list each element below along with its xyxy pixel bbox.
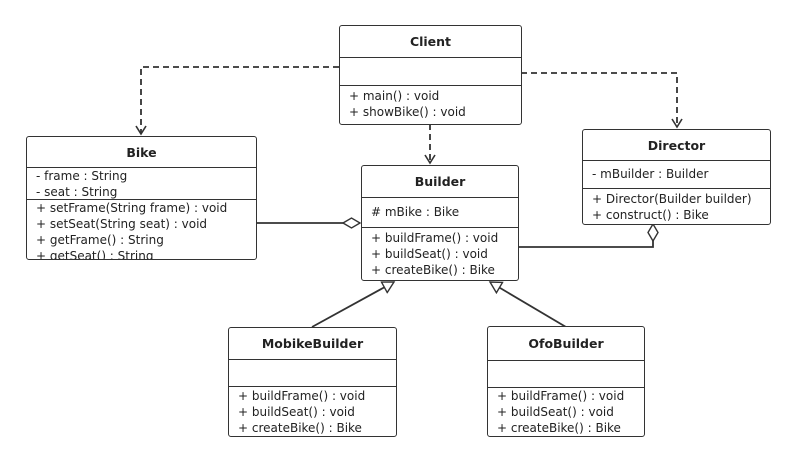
class-bike[interactable]: Bike - frame : String - seat : String + … (26, 136, 257, 260)
method-row: + getFrame() : String (36, 233, 164, 247)
attribute-row: - seat : String (36, 185, 118, 199)
class-name: Builder (362, 166, 518, 198)
method-row: + buildFrame() : void (371, 231, 499, 245)
method-row: + createBike() : Bike (371, 263, 495, 277)
method-row: + setFrame(String frame) : void (36, 201, 228, 215)
attribute-row: # mBike : Bike (371, 205, 460, 219)
attributes-section: # mBike : Bike (362, 198, 518, 228)
method-row: + buildSeat() : void (238, 405, 355, 419)
methods-section: + setFrame(String frame) : void + setSea… (27, 200, 256, 260)
method-row: + buildFrame() : void (238, 389, 366, 403)
class-ofo-builder[interactable]: OfoBuilder + buildFrame() : void + build… (487, 326, 645, 437)
method-row: + createBike() : Bike (238, 421, 362, 435)
class-name: OfoBuilder (488, 327, 644, 361)
method-row: + Director(Builder builder) (592, 192, 752, 206)
attributes-section (340, 58, 521, 86)
class-builder[interactable]: Builder # mBike : Bike + buildFrame() : … (361, 165, 519, 281)
methods-section: + buildFrame() : void + buildSeat() : vo… (229, 387, 396, 436)
class-director[interactable]: Director - mBuilder : Builder + Director… (582, 129, 771, 225)
method-row: + setSeat(String seat) : void (36, 217, 208, 231)
method-row: + buildFrame() : void (497, 389, 625, 403)
dependency-client-bike (135, 66, 339, 136)
class-client[interactable]: Client + main() : void + showBike() : vo… (339, 25, 522, 125)
attributes-section: - mBuilder : Builder (583, 161, 770, 189)
attributes-section (488, 361, 644, 388)
methods-section: + main() : void + showBike() : void (340, 86, 521, 124)
method-row: + buildSeat() : void (497, 405, 614, 419)
method-row: + buildSeat() : void (371, 247, 488, 261)
dependency-client-director (521, 72, 683, 129)
generalization-ofo-builder (490, 281, 567, 328)
attribute-row: - frame : String (36, 169, 128, 183)
methods-section: + buildFrame() : void + buildSeat() : vo… (362, 228, 518, 280)
class-name: MobikeBuilder (229, 328, 396, 360)
attributes-section: - frame : String - seat : String (27, 168, 256, 200)
method-row: + construct() : Bike (592, 208, 709, 222)
aggregation-director-builder (519, 224, 653, 248)
method-row: + createBike() : Bike (497, 421, 621, 435)
methods-section: + buildFrame() : void + buildSeat() : vo… (488, 388, 644, 436)
class-name: Bike (27, 137, 256, 168)
attributes-section (229, 360, 396, 387)
class-name: Client (340, 26, 521, 58)
generalization-mobike-builder (311, 281, 394, 328)
method-row: + getSeat() : String (36, 249, 154, 260)
class-mobike-builder[interactable]: MobikeBuilder + buildFrame() : void + bu… (228, 327, 397, 437)
attribute-row: - mBuilder : Builder (592, 167, 709, 181)
method-row: + main() : void (349, 89, 440, 103)
class-name: Director (583, 130, 770, 161)
methods-section: + Director(Builder builder) + construct(… (583, 189, 770, 224)
method-row: + showBike() : void (349, 105, 466, 119)
